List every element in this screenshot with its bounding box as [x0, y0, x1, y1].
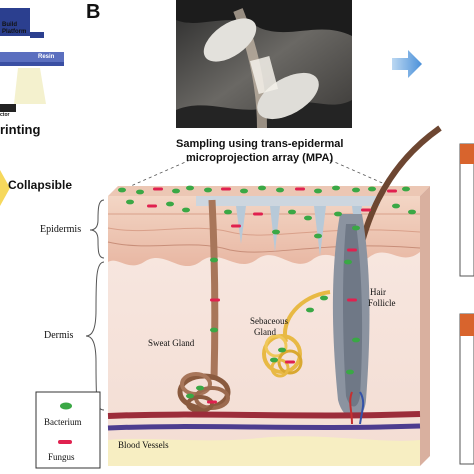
microprojection [314, 206, 326, 256]
fungus-mark [387, 189, 397, 193]
legend-fungus-label: Fungus [48, 452, 75, 462]
epidermis-brace [89, 199, 105, 259]
bacterium-dot [346, 369, 354, 375]
fungus-mark [207, 400, 217, 404]
blood-vessel [107, 411, 421, 419]
sebaceous-gland-label-line-1: Sebaceous [250, 316, 288, 326]
bacterium-dot [186, 393, 194, 399]
bacterium-dot [118, 187, 126, 193]
microprojection [270, 206, 280, 252]
fungus-mark [210, 298, 220, 302]
panel-a [0, 8, 64, 206]
epidermis-label: Epidermis [40, 224, 82, 235]
gloved-finger [203, 18, 257, 62]
bacterium-dot [352, 225, 360, 231]
bacterium-dot [258, 185, 266, 191]
dermis-label: Dermis [44, 330, 74, 341]
bacterium-dot [126, 199, 134, 205]
blood-vessels-label: Blood Vessels [118, 440, 169, 450]
bacterium-dot [332, 185, 340, 191]
blood-vessel [107, 423, 421, 431]
bacterium-dot [304, 215, 312, 221]
bacterium-dot [136, 189, 144, 195]
bacterium-dot [186, 185, 194, 191]
gloved-thumb [257, 72, 319, 120]
bacterium-dot [392, 203, 400, 209]
sweat-gland-label: Sweat Gland [148, 338, 195, 348]
hair-follicle-label-line-2: Follicle [368, 298, 396, 308]
bacterium-dot [166, 201, 174, 207]
bacterium-dot [240, 188, 248, 194]
bacterium-dot [224, 209, 232, 215]
microbes [118, 185, 416, 404]
bacterium-dot [210, 257, 218, 263]
fungus-mark [347, 298, 357, 302]
skin-cross-section [107, 125, 442, 466]
dermis-brace [85, 261, 105, 411]
fungus-mark [347, 248, 357, 252]
sweat-duct [208, 199, 219, 381]
bacterium-dot [314, 233, 322, 239]
bacterium-dot [270, 357, 278, 363]
projector-beam [14, 68, 46, 104]
bacterium-dot [196, 385, 204, 391]
bacterium-dot [344, 259, 352, 265]
fungus-mark [231, 224, 241, 228]
sweat-gland [177, 372, 231, 413]
bacterium-dot [334, 211, 342, 217]
hair-follicle-label-line-1: Hair [370, 287, 386, 297]
printing-label: rinting [0, 122, 41, 137]
bacterium-dot [314, 188, 322, 194]
bacterium-dot [204, 187, 212, 193]
fat-layer [108, 436, 420, 466]
sebaceous-gland [262, 290, 331, 378]
collapsible-label: Collapsible [8, 178, 73, 192]
process-arrow [392, 50, 422, 78]
bacterium-dot [352, 337, 360, 343]
bacterium-dot [172, 188, 180, 194]
printer-arm [30, 32, 44, 38]
bacterium-dot [402, 186, 410, 192]
bacterium-dot [408, 209, 416, 215]
legend-bacterium-label: Bacterium [44, 417, 82, 427]
fungus-mark [361, 208, 371, 212]
bacterium-dot [288, 209, 296, 215]
build-platform-label: Build Platform [2, 22, 27, 35]
bacterium-dot [276, 187, 284, 193]
fungus-mark [153, 187, 163, 191]
fungus-mark [253, 212, 263, 216]
fungus-mark [295, 187, 305, 191]
bacterium-dot [320, 295, 328, 301]
right-panel-bottom [459, 313, 474, 465]
mpa-base [196, 196, 380, 206]
bacterium-dot [352, 187, 360, 193]
sebaceous-gland-label-line-2: Gland [254, 327, 276, 337]
caption-line-1: Sampling using trans-epidermal [176, 138, 344, 150]
caption-line-2: microprojection array (MPA) [186, 152, 334, 164]
bacterium-dot [272, 229, 280, 235]
panel-label-b: B [86, 1, 101, 23]
scalp-photo [176, 0, 352, 129]
bacterium-swatch [60, 402, 72, 410]
fungus-swatch [58, 440, 72, 444]
fungus-mark [221, 187, 231, 191]
projector-label: ctor [0, 112, 10, 118]
bacterium-dot [368, 186, 376, 192]
resin-label: Resin [38, 54, 55, 60]
bacterium-dot [306, 307, 314, 313]
fungus-mark [285, 360, 295, 364]
bacterium-dot [182, 207, 190, 213]
bacterium-dot [210, 327, 218, 333]
printer-frame [0, 8, 30, 36]
bacterium-dot [278, 347, 286, 353]
projector-icon [0, 104, 16, 112]
fungus-mark [147, 204, 157, 208]
collapse-icon [0, 170, 10, 206]
mpa-patch [249, 55, 279, 95]
microprojection [236, 206, 246, 244]
